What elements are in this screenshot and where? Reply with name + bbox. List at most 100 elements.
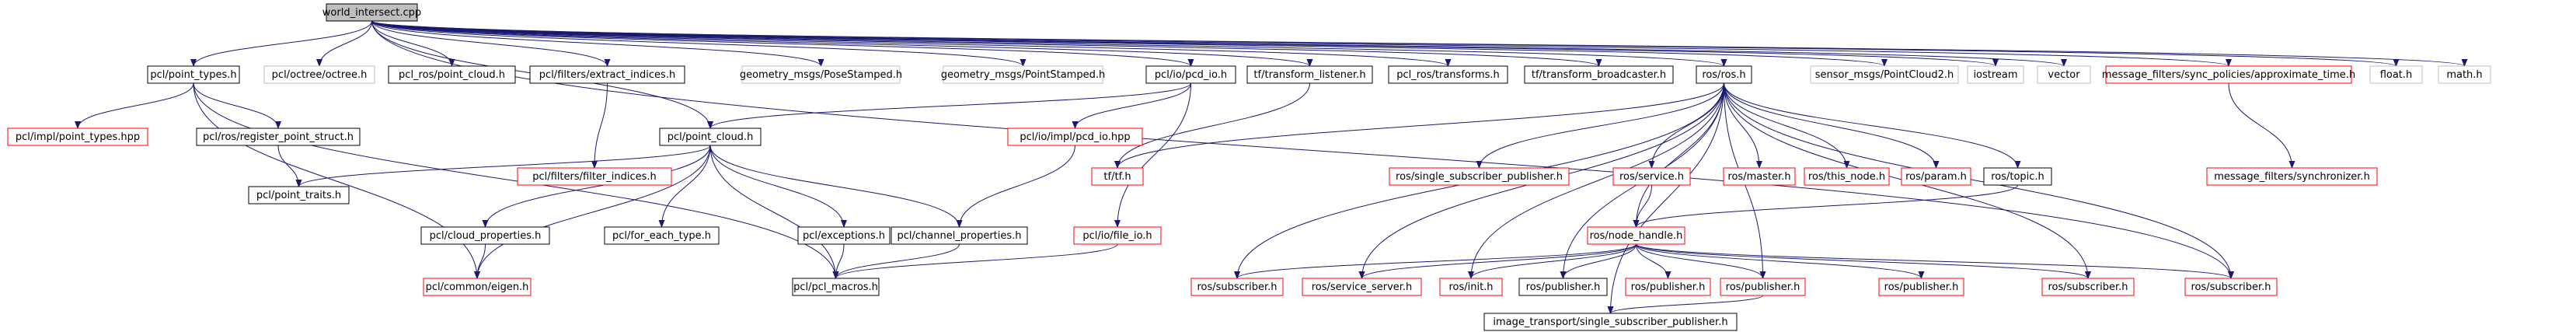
node-pcl-channel-properties-box	[891, 226, 1028, 245]
node-pcl-io-pcd-io-label: pcl/io/pcd_io.h	[1155, 69, 1227, 81]
node-ros-publisher-c[interactable]: ros/publisher.h	[1720, 278, 1806, 296]
node-tf-tf-box	[1091, 167, 1144, 186]
node-pcl-io-impl-pcd-io[interactable]: pcl/io/impl/pcd_io.hpp	[1007, 128, 1143, 146]
edge-world-intersect-to-geo-point-stamped	[371, 20, 1027, 67]
node-world-intersect[interactable]: world_intersect.cpp	[322, 3, 421, 22]
node-tf-tf-label: tf/tf.h	[1103, 171, 1131, 183]
node-mf-approx-label: message_filters/sync_policies/approximat…	[2102, 69, 2355, 81]
node-pcl-channel-properties[interactable]: pcl/channel_properties.h	[891, 226, 1028, 245]
node-ros-publisher-d[interactable]: ros/publisher.h	[1878, 278, 1964, 296]
edge-ros-node-handle-to-ros-service-server	[1358, 243, 1637, 279]
node-ros-single-sub-pub-box	[1389, 167, 1570, 186]
node-pcl-pcl-macros[interactable]: pcl/pcl_macros.h	[792, 278, 880, 296]
node-pcl-filters-filter-indices[interactable]: pcl/filters/filter_indices.h	[517, 167, 672, 186]
node-ros-subscriber-b[interactable]: ros/subscriber.h	[2041, 278, 2135, 296]
edge-ros-ros-to-image-transport-ssp	[1607, 82, 1724, 314]
edge-ros-node-handle-to-ros-publisher-b	[1636, 243, 1671, 279]
node-ros-subscriber-c[interactable]: ros/subscriber.h	[2184, 278, 2278, 296]
edge-pcl-point-types-to-pcl-impl-point-types	[75, 82, 194, 129]
node-pcl-point-types[interactable]: pcl/point_types.h	[147, 65, 240, 84]
node-ros-publisher-c-box	[1720, 278, 1806, 296]
edge-pcl-point-cloud-to-pcl-exceptions	[709, 145, 847, 228]
node-pcl-common-eigen[interactable]: pcl/common/eigen.h	[423, 278, 532, 296]
node-iostream-box	[1967, 65, 2024, 84]
edge-pcl-point-cloud-to-pcl-pcl-macros	[709, 145, 839, 279]
edge-world-intersect-to-math-h	[371, 20, 2467, 67]
node-ros-publisher-c-label: ros/publisher.h	[1726, 281, 1800, 293]
edge-ros-ros-to-ros-subscriber-c	[1724, 82, 2234, 279]
node-pcl-exceptions-box	[797, 226, 891, 245]
node-pcl-ros-transforms-label: pcl_ros/transforms.h	[1396, 69, 1500, 81]
edge-pcl-point-cloud-to-pcl-channel-properties	[709, 145, 963, 228]
node-ros-service-server[interactable]: ros/service_server.h	[1302, 278, 1422, 296]
node-ros-param[interactable]: ros/param.h	[1901, 167, 1971, 186]
node-ros-param-label: ros/param.h	[1905, 171, 1967, 183]
edge-ros-node-handle-to-ros-subscriber-a	[1234, 243, 1637, 279]
node-mf-synchronizer-box	[2206, 167, 2378, 186]
node-math-h-label: math.h	[2446, 69, 2482, 81]
node-sensor-pc2-box	[1810, 65, 1959, 84]
node-pcl-ros-point-cloud[interactable]: pcl_ros/point_cloud.h	[388, 65, 516, 84]
node-pcl-for-each-type-box	[604, 226, 720, 245]
node-pcl-point-cloud-label: pcl/point_cloud.h	[668, 131, 754, 143]
node-ros-service[interactable]: ros/service.h	[1612, 167, 1691, 186]
node-pcl-cloud-properties-box	[420, 226, 550, 245]
node-tf-transform-broadcaster[interactable]: tf/transform_broadcaster.h	[1524, 65, 1674, 84]
node-ros-subscriber-a[interactable]: ros/subscriber.h	[1190, 278, 1284, 296]
node-ros-topic[interactable]: ros/topic.h	[1983, 167, 2052, 186]
node-geo-pose-stamped-box	[741, 65, 901, 84]
edge-ros-node-handle-to-ros-publisher-c	[1636, 243, 1766, 279]
node-pcl-io-pcd-io[interactable]: pcl/io/pcd_io.h	[1145, 65, 1236, 84]
node-pcl-for-each-type[interactable]: pcl/for_each_type.h	[604, 226, 720, 245]
node-pcl-point-types-label: pcl/point_types.h	[150, 69, 236, 81]
edge-pcl-point-cloud-to-pcl-point-traits	[295, 145, 711, 187]
edge-pcl-point-cloud-to-pcl-cloud-properties	[482, 145, 711, 228]
edge-ros-ros-to-ros-this-node	[1724, 82, 1850, 169]
edge-pcl-cloud-properties-to-pcl-common-eigen	[474, 243, 486, 279]
node-tf-transform-listener[interactable]: tf/transform_listener.h	[1246, 65, 1373, 84]
edge-pcl-channel-properties-to-pcl-pcl-macros	[832, 243, 960, 279]
edge-pcl-ros-register-to-pcl-point-traits	[277, 145, 302, 187]
node-mf-synchronizer[interactable]: message_filters/synchronizer.h	[2206, 167, 2378, 186]
node-pcl-filters-filter-indices-label: pcl/filters/filter_indices.h	[532, 171, 657, 183]
node-pcl-impl-point-types[interactable]: pcl/impl/point_types.hpp	[7, 128, 148, 146]
node-ros-publisher-d-label: ros/publisher.h	[1884, 281, 1959, 293]
node-ros-init[interactable]: ros/init.h	[1439, 278, 1503, 296]
node-tf-tf[interactable]: tf/tf.h	[1091, 167, 1144, 186]
edge-ros-ros-to-tf-tf	[1114, 82, 1724, 169]
node-pcl-io-file-io[interactable]: pcl/io/file_io.h	[1073, 226, 1162, 245]
node-ros-service-label: ros/service.h	[1619, 171, 1684, 183]
node-pcl-io-file-io-label: pcl/io/file_io.h	[1082, 230, 1152, 242]
node-ros-this-node[interactable]: ros/this_node.h	[1804, 167, 1890, 186]
edge-ros-ros-to-ros-service	[1648, 82, 1724, 169]
node-ros-node-handle[interactable]: ros/node_handle.h	[1587, 226, 1685, 245]
node-geo-pose-stamped: geometry_msgs/PoseStamped.h	[740, 65, 902, 84]
node-ros-publisher-int[interactable]: ros/publisher.h	[1518, 278, 1608, 296]
node-ros-master[interactable]: ros/master.h	[1723, 167, 1796, 186]
edge-world-intersect-to-pcl-io-pcd-io	[371, 20, 1194, 67]
node-image-transport-ssp[interactable]: image_transport/single_subscriber_publis…	[1483, 313, 1738, 331]
node-image-transport-ssp-box	[1483, 313, 1738, 331]
node-geo-point-stamped-box	[943, 65, 1103, 84]
node-ros-subscriber-b-box	[2041, 278, 2135, 296]
edge-world-intersect-to-ros-ros	[371, 20, 1727, 67]
node-pcl-point-cloud[interactable]: pcl/point_cloud.h	[659, 128, 762, 146]
node-pcl-ros-transforms[interactable]: pcl_ros/transforms.h	[1388, 65, 1508, 84]
node-ros-ros[interactable]: ros/ros.h	[1696, 65, 1752, 84]
node-pcl-point-traits-label: pcl/point_traits.h	[256, 190, 341, 201]
node-pcl-point-traits[interactable]: pcl/point_traits.h	[248, 186, 350, 204]
node-ros-publisher-b-box	[1625, 278, 1711, 296]
node-pcl-ros-register[interactable]: pcl/ros/register_point_struct.h	[196, 128, 361, 146]
edge-ros-node-handle-to-ros-subscriber-b	[1636, 243, 2091, 279]
node-pcl-cloud-properties[interactable]: pcl/cloud_properties.h	[420, 226, 550, 245]
node-pcl-octree-box	[263, 65, 375, 84]
edge-ros-node-handle-to-ros-init	[1468, 243, 1637, 279]
node-iostream-label: iostream	[1973, 69, 2017, 81]
edge-pcl-point-types-to-pcl-pcl-macros	[193, 82, 839, 279]
node-ros-publisher-b[interactable]: ros/publisher.h	[1625, 278, 1711, 296]
node-pcl-exceptions[interactable]: pcl/exceptions.h	[797, 226, 891, 245]
node-pcl-filters-extract[interactable]: pcl/filters/extract_indices.h	[529, 65, 685, 84]
edge-ros-ros-to-ros-node-handle	[1633, 82, 1724, 228]
node-mf-approx[interactable]: message_filters/sync_policies/approximat…	[2102, 65, 2355, 84]
node-ros-single-sub-pub[interactable]: ros/single_subscriber_publisher.h	[1389, 167, 1570, 186]
